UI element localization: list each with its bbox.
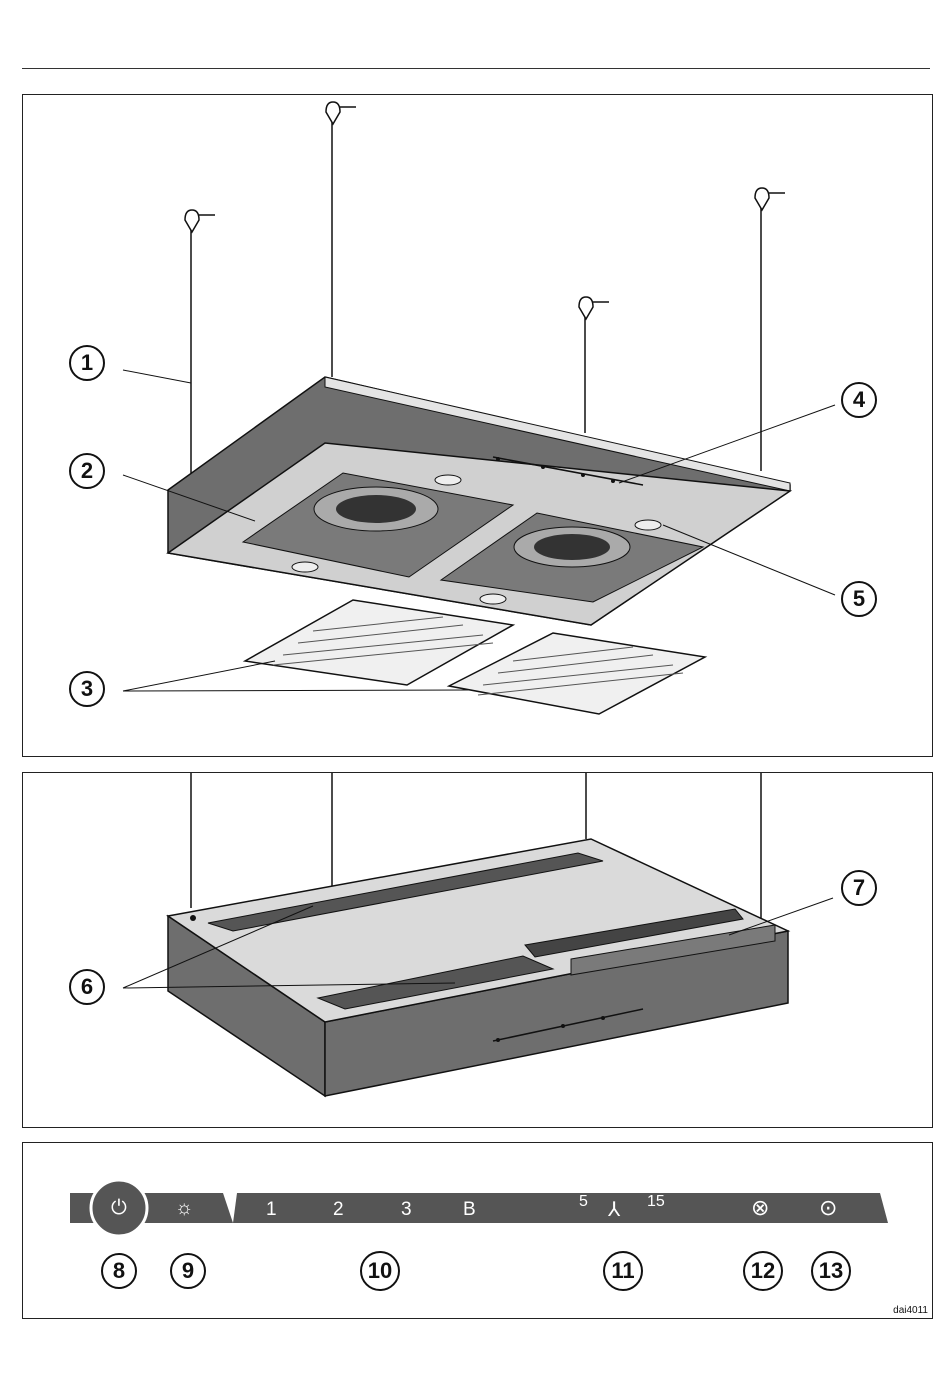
callout-4: 4 xyxy=(841,382,877,418)
fan-level-boost[interactable]: B xyxy=(463,1199,476,1221)
grease-filter-icon[interactable]: ⊗ xyxy=(751,1195,769,1221)
fan-level-3[interactable]: 3 xyxy=(401,1199,412,1221)
odour-filter-icon[interactable]: ⊙ xyxy=(819,1195,837,1221)
callout-9: 9 xyxy=(170,1253,206,1289)
timer-max-label: 15 xyxy=(647,1193,665,1211)
light-icon[interactable]: ☼ xyxy=(175,1197,193,1220)
control-strip-drawing xyxy=(23,1143,932,1318)
power-icon[interactable]: ⏻ xyxy=(111,1197,127,1220)
callout-10: 10 xyxy=(360,1251,400,1291)
callout-5: 5 xyxy=(841,581,877,617)
callout-6: 6 xyxy=(69,969,105,1005)
strip-right-segment xyxy=(233,1193,888,1223)
panel-top-view: 6 7 xyxy=(22,772,933,1128)
callout-13: 13 xyxy=(811,1251,851,1291)
hood-top-drawing xyxy=(23,773,932,1127)
callout-11: 11 xyxy=(603,1251,643,1291)
grease-filters xyxy=(245,600,705,714)
fan-timer-icon[interactable]: ⅄ xyxy=(608,1197,620,1222)
callout-2: 2 xyxy=(69,453,105,489)
fan-level-2[interactable]: 2 xyxy=(333,1199,344,1221)
callout-7: 7 xyxy=(841,870,877,906)
fan-level-1[interactable]: 1 xyxy=(266,1199,277,1221)
callout-8: 8 xyxy=(101,1253,137,1289)
reference-code: dai4011 xyxy=(893,1305,928,1316)
callout-3: 3 xyxy=(69,671,105,707)
timer-min-label: 5 xyxy=(579,1193,588,1211)
ceiling-anchors xyxy=(185,102,785,319)
panel-underside-view: 1 2 3 4 5 xyxy=(22,94,933,757)
callout-12: 12 xyxy=(743,1251,783,1291)
top-rule xyxy=(22,68,930,69)
hood-underside-drawing xyxy=(23,95,932,756)
panel-control-strip: ⏻ ☼ 1 2 3 B 5 ⅄ 15 ⊗ ⊙ 8 9 10 11 12 13 d… xyxy=(22,1142,933,1319)
callout-1: 1 xyxy=(69,345,105,381)
